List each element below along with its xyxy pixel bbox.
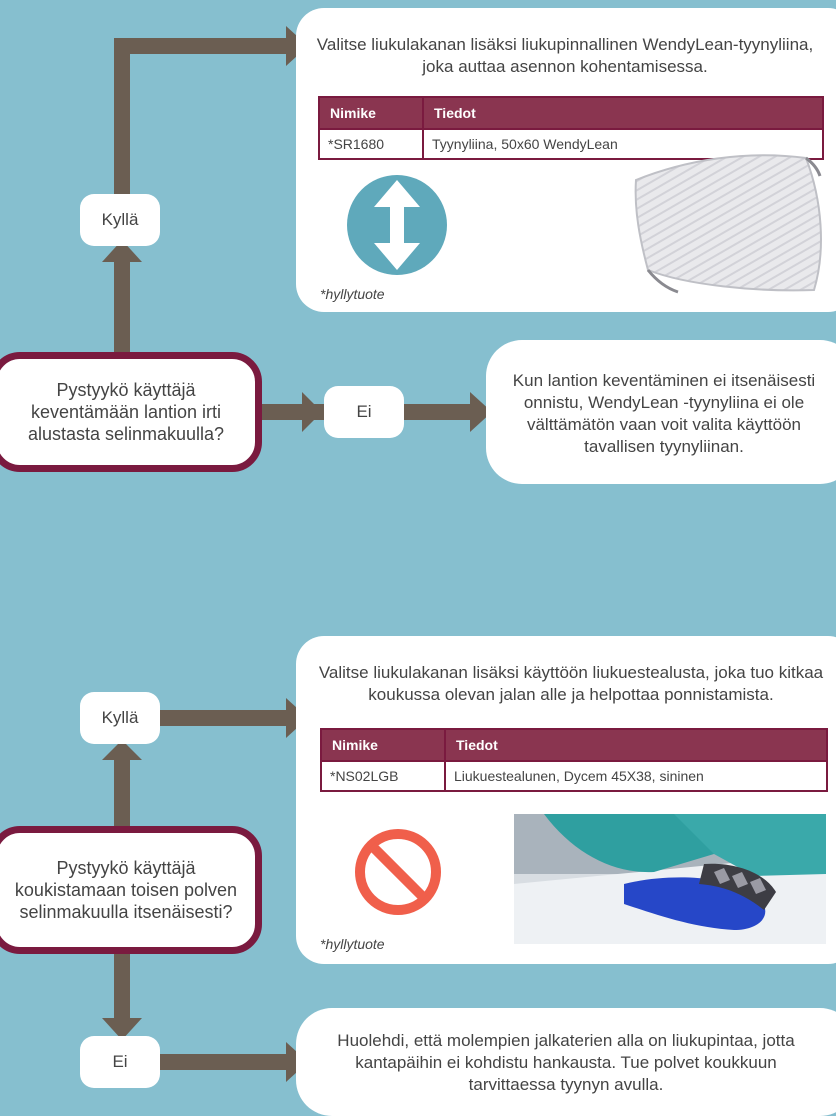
flow1-yes-text: Valitse liukulakanan lisäksi liukupinnal… <box>316 35 814 76</box>
flow1-question: Pystyykö käyttäjä keventämään lantion ir… <box>0 352 262 472</box>
flow1-note: *hyllytuote <box>320 286 385 302</box>
table-header-row: Nimike Tiedot <box>320 728 828 762</box>
flow2-yes-panel: Valitse liukulakanan lisäksi käyttöön li… <box>296 636 836 964</box>
table-header-nimike: Nimike <box>320 728 446 762</box>
table-cell-code: *NS02LGB <box>320 760 446 792</box>
pillow-photo <box>634 154 822 294</box>
flow2-question: Pystyykö käyttäjä koukistamaan toisen po… <box>0 826 262 954</box>
flow2-product-table: Nimike Tiedot *NS02LGB Liukuestealunen, … <box>320 728 828 792</box>
flow2-yes-text: Valitse liukulakanan lisäksi käyttöön li… <box>318 663 824 704</box>
table-cell-details: Liukuestealunen, Dycem 45X38, sininen <box>444 760 828 792</box>
arrow-shaft-no2 <box>114 952 130 1020</box>
flow1-yes-panel: Valitse liukulakanan lisäksi liukupinnal… <box>296 8 836 312</box>
table-header-tiedot: Tiedot <box>444 728 828 762</box>
arrow-head-yes2 <box>102 740 142 760</box>
no-entry-icon <box>355 829 441 915</box>
vertical-double-arrow-icon <box>347 175 447 275</box>
flow1-no-panel: Kun lantion keventäminen ei itsenäisesti… <box>486 340 836 484</box>
arrow-head-no1a <box>302 392 322 432</box>
arrow-shaft-no2-right <box>160 1054 288 1070</box>
arrow-shaft-yes2 <box>114 756 130 828</box>
arrow-shaft-yes1-up <box>114 52 130 194</box>
table-header-tiedot: Tiedot <box>422 96 824 130</box>
flow1-yes-label: Kyllä <box>80 194 160 246</box>
flow1-no-label: Ei <box>324 386 404 438</box>
flow1-product-table: Nimike Tiedot *SR1680 Tyynyliina, 50x60 … <box>318 96 824 160</box>
table-row: *NS02LGB Liukuestealunen, Dycem 45X38, s… <box>320 760 828 792</box>
table-header-nimike: Nimike <box>318 96 424 130</box>
foot-on-mat-photo <box>514 814 826 944</box>
flow2-yes-label: Kyllä <box>80 692 160 744</box>
flow2-no-text: Huolehdi, että molempien jalkaterien all… <box>337 1031 795 1094</box>
flow2-note: *hyllytuote <box>320 936 385 952</box>
flow2-no-label: Ei <box>80 1036 160 1088</box>
arrow-shaft-no1b <box>404 404 472 420</box>
arrow-shaft-yes2-right <box>160 710 288 726</box>
table-cell-code: *SR1680 <box>318 128 424 160</box>
flow2-no-panel: Huolehdi, että molempien jalkaterien all… <box>296 1008 836 1116</box>
arrow-shaft-yes1 <box>114 262 130 354</box>
arrow-shaft-yes1-right <box>114 38 286 54</box>
flow1-no-text: Kun lantion keventäminen ei itsenäisesti… <box>512 371 816 456</box>
arrow-head-yes1 <box>102 240 142 262</box>
table-row: *SR1680 Tyynyliina, 50x60 WendyLean <box>318 128 824 160</box>
arrow-head-no1b <box>470 392 492 432</box>
arrow-head-no2 <box>102 1018 142 1040</box>
table-header-row: Nimike Tiedot <box>318 96 824 130</box>
